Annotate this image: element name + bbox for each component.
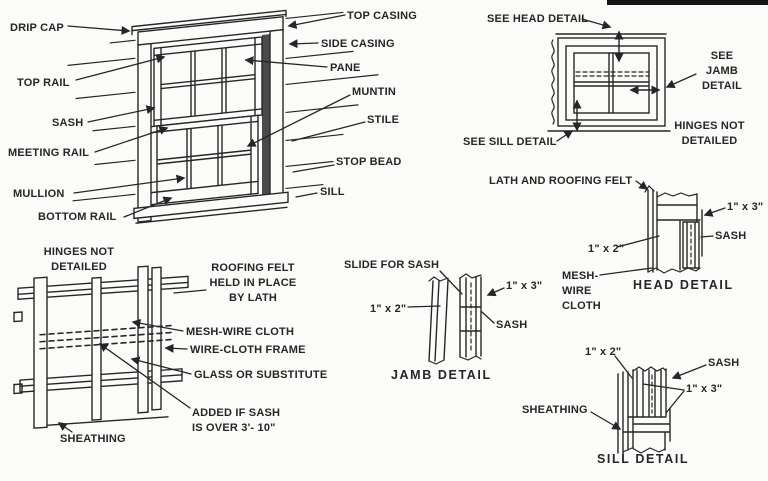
jamb-detail-title: JAMB DETAIL [391, 368, 492, 382]
label-head-dim-1x3: 1" x 3" [727, 201, 764, 213]
label-line: ROOFING FELT [211, 262, 295, 274]
label-sheathing-screen: SHEATHING [60, 433, 126, 445]
label-drip-cap: DRIP CAP [10, 22, 64, 34]
label-stile: STILE [367, 114, 400, 126]
jamb-detail-leaders [407, 270, 505, 324]
label-sill-main: SILL [320, 186, 345, 198]
label-lath-and-roofing-felt: LATH AND ROOFING FELT [489, 175, 633, 187]
label-top-casing: TOP CASING [347, 10, 418, 22]
label-jamb-dim-1x2: 1" x 2" [370, 303, 407, 315]
casement-window-leaders [556, 18, 697, 142]
label-line: HINGES NOT [43, 246, 115, 258]
sill-detail-title: SILL DETAIL [597, 452, 690, 466]
label-added-if-sash: ADDED IF SASH IS OVER 3'- 10" [192, 406, 280, 436]
label-line: DETAILED [681, 135, 738, 147]
label-line: JAMB [706, 65, 738, 77]
label-line: BY LATH [228, 292, 278, 304]
label-roofing-felt: ROOFING FELT HELD IN PLACE BY LATH [202, 261, 304, 306]
head-detail-title: HEAD DETAIL [633, 278, 734, 292]
label-slide-for-sash: SLIDE FOR SASH [344, 259, 440, 271]
label-wire-cloth-frame: WIRE-CLOTH FRAME [190, 344, 306, 356]
label-line: ADDED IF SASH [192, 407, 281, 419]
label-line: HINGES NOT [674, 120, 745, 132]
label-sill-dim-1x3: 1" x 3" [686, 383, 723, 395]
label-muntin: MUNTIN [352, 86, 396, 98]
sill-detail-leaders [590, 355, 707, 430]
label-stop-bead: STOP BEAD [336, 156, 402, 168]
label-line: MESH- [562, 270, 599, 282]
label-sill-sash: SASH [708, 357, 740, 369]
label-jamb-sash: SASH [496, 319, 528, 331]
scan-artifact-bar [607, 0, 768, 5]
label-line: CLOTH [562, 300, 601, 312]
label-mullion: MULLION [13, 188, 65, 200]
label-line: DETAILED [51, 261, 107, 273]
jamb-detail-drawing [428, 273, 482, 365]
label-meeting-rail: MEETING RAIL [8, 147, 90, 159]
label-see-head-detail: SEE HEAD DETAIL [487, 13, 589, 25]
label-side-casing: SIDE CASING [321, 38, 395, 50]
screen-frame-drawing [13, 265, 189, 429]
label-line: HELD IN PLACE [209, 277, 297, 289]
main-window-leaders [67, 14, 366, 218]
label-sheathing-sill: SHEATHING [522, 404, 588, 416]
label-sash-main: SASH [52, 117, 84, 129]
label-bottom-rail: BOTTOM RAIL [38, 211, 117, 223]
label-see-sill-detail: SEE SILL DETAIL [463, 136, 557, 148]
label-mesh-wire-cloth-head: MESH- WIRE CLOTH [562, 269, 601, 314]
screen-frame-leaders [57, 289, 207, 433]
label-line: SEE [710, 50, 734, 62]
label-jamb-dim-1x3: 1" x 3" [506, 280, 543, 292]
casement-window-drawing [547, 30, 671, 132]
label-sill-dim-1x2: 1" x 2" [585, 346, 622, 358]
label-hinges-note-screen: HINGES NOT DETAILED [14, 245, 144, 275]
label-line: IS OVER 3'- 10" [192, 422, 276, 434]
label-pane: PANE [330, 62, 361, 74]
head-detail-drawing [644, 185, 703, 274]
label-line: WIRE [562, 285, 592, 297]
label-line: DETAIL [701, 80, 743, 92]
label-hinges-note-casement: HINGES NOT DETAILED [652, 119, 767, 149]
head-detail-leaders [599, 180, 726, 276]
label-top-rail: TOP RAIL [17, 77, 70, 89]
label-head-dim-1x2: 1" x 2" [588, 243, 625, 255]
sash-channel-shadow [262, 34, 270, 195]
label-see-jamb-detail: SEE JAMB DETAIL [690, 49, 754, 94]
label-glass-or-substitute: GLASS OR SUBSTITUTE [194, 369, 328, 381]
sill-detail-drawing [617, 366, 671, 456]
label-mesh-wire-cloth-screen: MESH-WIRE CLOTH [186, 326, 295, 338]
label-head-sash: SASH [715, 230, 747, 242]
